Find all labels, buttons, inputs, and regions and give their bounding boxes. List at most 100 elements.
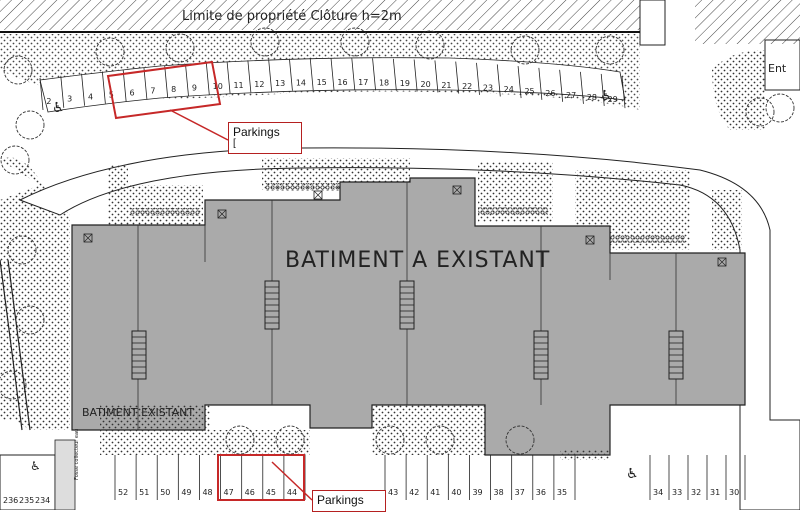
stall-divider bbox=[392, 58, 397, 91]
stall-divider bbox=[372, 58, 376, 91]
stall-number: 47 bbox=[224, 488, 234, 497]
stall-number: 17 bbox=[358, 78, 368, 87]
stall-number: 7 bbox=[150, 87, 155, 96]
stall-number: 42 bbox=[409, 488, 419, 497]
tree-icon bbox=[765, 93, 795, 123]
stall-divider bbox=[289, 58, 293, 91]
stall-number: 25 bbox=[524, 87, 534, 96]
stall-number: 20 bbox=[421, 80, 431, 89]
stall-number: 21 bbox=[441, 81, 451, 90]
top-right-hatch bbox=[695, 0, 800, 44]
callout-top: Parkings [ bbox=[228, 122, 302, 154]
stall-number: 34 bbox=[653, 488, 663, 497]
stall-number: 22 bbox=[462, 82, 472, 91]
stall-number: 31 bbox=[710, 488, 720, 497]
stall-divider bbox=[580, 71, 584, 104]
vent-icon-cross bbox=[83, 233, 93, 243]
tree-icon bbox=[0, 145, 30, 175]
stall-number: 16 bbox=[337, 78, 347, 87]
vent-icon bbox=[585, 235, 595, 245]
wheelchair-icon: ♿ bbox=[30, 459, 41, 473]
stall-divider bbox=[330, 57, 335, 91]
callout-bottom-title: Parkings bbox=[317, 493, 364, 507]
stall-number: 15 bbox=[317, 78, 327, 87]
bottom-left-strip bbox=[54, 439, 76, 510]
stall-number: 30 bbox=[729, 488, 739, 497]
boundary-label: Limite de propriété Clôture h=2m bbox=[182, 9, 402, 24]
vent-icon bbox=[313, 190, 323, 200]
stall-number: 11 bbox=[233, 81, 243, 90]
vent-icon-cross bbox=[452, 185, 462, 195]
hedge-3 bbox=[478, 207, 548, 215]
tree-icon bbox=[15, 305, 45, 335]
stall-divider bbox=[60, 75, 65, 108]
stall-number: 50 bbox=[160, 488, 170, 497]
stall-number: 235 bbox=[19, 496, 34, 505]
stall-divider bbox=[247, 60, 252, 93]
hedge-1 bbox=[130, 208, 200, 216]
stall-divider bbox=[309, 58, 314, 91]
tree-icon bbox=[375, 425, 405, 455]
stall-number: 35 bbox=[557, 488, 567, 497]
stall-divider bbox=[39, 77, 44, 111]
tree-icon bbox=[505, 425, 535, 455]
tree-icon bbox=[595, 35, 625, 65]
top-gap-lane bbox=[639, 0, 666, 46]
svg-text:♿: ♿ bbox=[626, 466, 639, 482]
building-main-label: BATIMENT A EXISTANT bbox=[285, 248, 550, 273]
stall-number: 6 bbox=[130, 89, 135, 98]
stall-number: 13 bbox=[275, 79, 285, 88]
vent-icon-cross bbox=[313, 190, 323, 200]
tree-icon bbox=[425, 425, 455, 455]
stall-number: 8 bbox=[171, 85, 176, 94]
stall-divider bbox=[559, 69, 564, 102]
callout-top-title: Parkings bbox=[233, 125, 280, 139]
stall-divider bbox=[101, 71, 106, 104]
stall-number: 44 bbox=[287, 488, 297, 497]
stall-divider bbox=[621, 76, 626, 109]
stall-number: 49 bbox=[181, 488, 191, 497]
stair-icons bbox=[131, 280, 684, 380]
stall-number: 41 bbox=[430, 488, 440, 497]
stall-number: 234 bbox=[35, 496, 50, 505]
stall-number: 27 bbox=[566, 91, 576, 100]
tree-icon bbox=[340, 27, 370, 57]
stall-number: 19 bbox=[400, 79, 410, 88]
bed-bottom-2 bbox=[210, 430, 310, 455]
stall-number: 18 bbox=[379, 79, 389, 88]
stall-number: 38 bbox=[494, 488, 504, 497]
stall-divider bbox=[81, 73, 85, 106]
vent-icon bbox=[717, 257, 727, 267]
stall-divider bbox=[538, 67, 543, 100]
stall-number: 10 bbox=[213, 82, 223, 91]
tree-icon bbox=[0, 370, 27, 400]
bed-right-top bbox=[712, 50, 765, 130]
stall-divider bbox=[455, 61, 460, 94]
stall-number: 32 bbox=[691, 488, 701, 497]
stall-divider bbox=[351, 58, 356, 91]
stall-number: 26 bbox=[545, 89, 555, 98]
stall-number: 46 bbox=[245, 488, 255, 497]
bed-2 bbox=[128, 185, 203, 225]
stall-number: 29 bbox=[608, 95, 618, 104]
stall-number: 43 bbox=[388, 488, 398, 497]
stall-number: 48 bbox=[202, 488, 212, 497]
hedge-2 bbox=[265, 183, 410, 191]
tree-icon bbox=[165, 33, 195, 63]
vent-icon-cross bbox=[717, 257, 727, 267]
bed-1 bbox=[108, 165, 128, 225]
tree-icon bbox=[15, 110, 45, 140]
stall-divider bbox=[476, 62, 480, 95]
vent-icon-cross bbox=[217, 209, 227, 219]
vent-icons bbox=[83, 185, 727, 267]
stall-number: 52 bbox=[118, 488, 128, 497]
wheelchair-icon: ♿ bbox=[600, 88, 613, 104]
top-stall-lines bbox=[39, 57, 626, 111]
callout-leader-bottom bbox=[271, 461, 313, 501]
stall-number: 3 bbox=[67, 95, 72, 104]
bottom-parking-stalls bbox=[114, 455, 746, 500]
bed-6 bbox=[712, 190, 742, 250]
tree-icon bbox=[3, 55, 33, 85]
